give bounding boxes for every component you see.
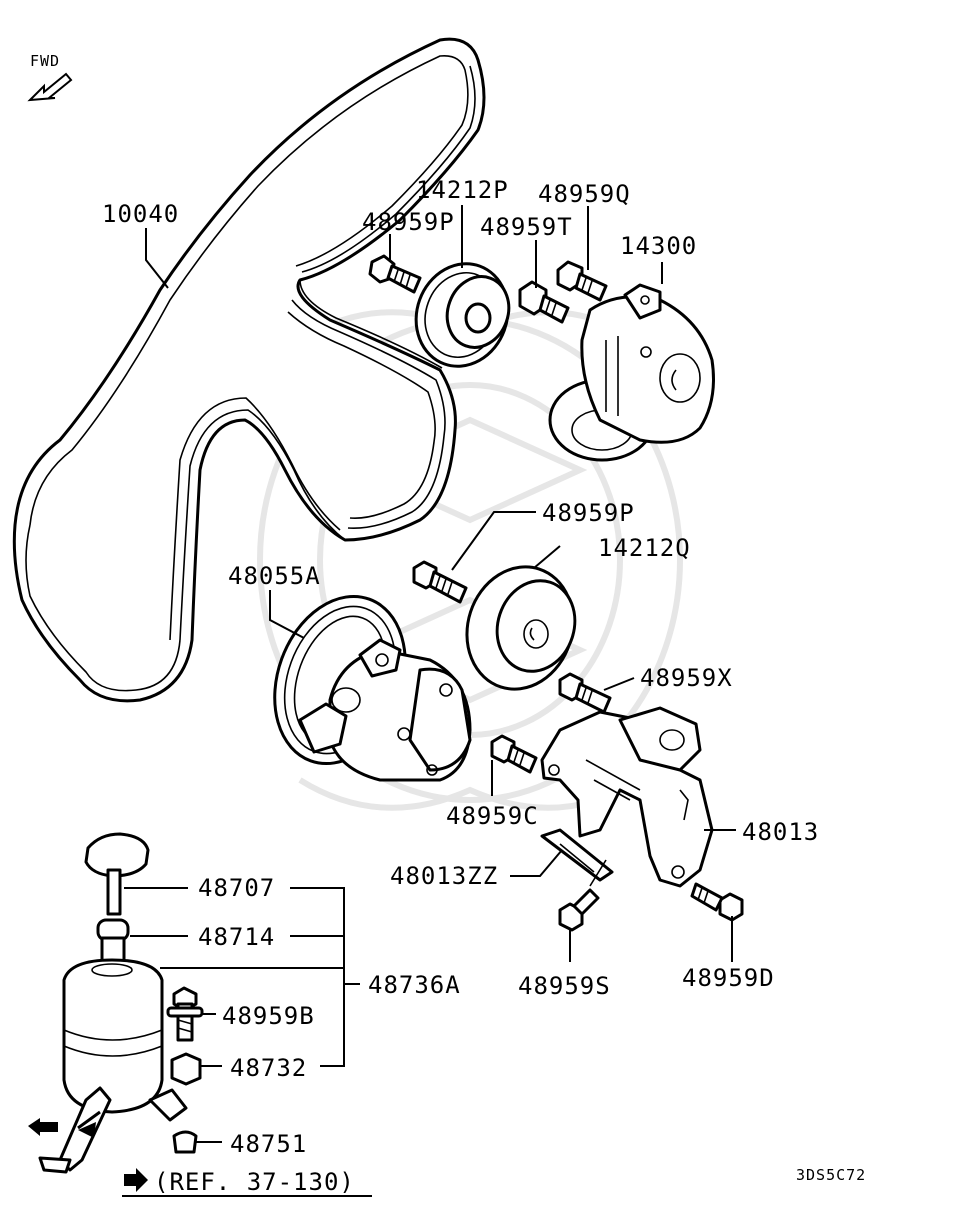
bolt-48959p-lower[interactable] <box>412 560 468 604</box>
oil-reservoir-cap[interactable] <box>84 832 150 916</box>
label-14212p[interactable]: 14212P <box>416 176 509 204</box>
plug-48751[interactable] <box>172 1130 198 1154</box>
label-14212q[interactable]: 14212Q <box>598 534 691 562</box>
bolt-48959q[interactable] <box>556 260 608 302</box>
bolt-48959d[interactable] <box>690 882 744 922</box>
belt-tensioner[interactable] <box>548 283 715 462</box>
leader-lines <box>122 205 736 1197</box>
label-48751[interactable]: 48751 <box>230 1130 307 1158</box>
bracket-plate[interactable] <box>540 828 614 882</box>
bolt-48959p-upper[interactable] <box>368 254 422 294</box>
mounting-bracket[interactable] <box>540 706 714 888</box>
bolt-48959t[interactable] <box>518 280 570 324</box>
label-48707[interactable]: 48707 <box>198 874 275 902</box>
label-10040[interactable]: 10040 <box>102 200 179 228</box>
power-steering-pump[interactable] <box>252 578 472 782</box>
reference-text[interactable]: (REF. 37-130) <box>154 1168 355 1196</box>
idler-pulley-upper[interactable] <box>402 251 522 380</box>
diagram-code: 3DS5C72 <box>796 1166 866 1184</box>
grommet-48732[interactable] <box>170 1052 202 1086</box>
label-48959c[interactable]: 48959C <box>446 802 539 830</box>
label-48959b[interactable]: 48959B <box>222 1002 315 1030</box>
label-48959d[interactable]: 48959D <box>682 964 775 992</box>
label-48959p-lower[interactable]: 48959P <box>542 499 635 527</box>
label-48732[interactable]: 48732 <box>230 1054 307 1082</box>
label-48736a[interactable]: 48736A <box>368 971 461 999</box>
bolt-48959b[interactable] <box>166 986 204 1042</box>
label-48055a[interactable]: 48055A <box>228 562 321 590</box>
label-48959t[interactable]: 48959T <box>480 213 573 241</box>
label-48959s[interactable]: 48959S <box>518 972 611 1000</box>
label-14300[interactable]: 14300 <box>620 232 697 260</box>
oil-reservoir[interactable] <box>38 958 188 1174</box>
bolt-48959c[interactable] <box>490 734 538 774</box>
label-48013[interactable]: 48013 <box>742 818 819 846</box>
reference-link[interactable]: (REF. 37-130) <box>124 1168 355 1196</box>
forward-arrow-icon: FWD <box>27 52 73 102</box>
right-arrow-icon <box>124 1168 148 1192</box>
fwd-label: FWD <box>30 52 60 70</box>
drive-belt[interactable] <box>12 37 486 703</box>
label-48959p-upper[interactable]: 48959P <box>362 208 455 236</box>
idler-pulley-lower[interactable] <box>451 553 588 703</box>
part-labels: 10040 14212P 48959P 48959T 48959Q 14300 … <box>102 176 819 1158</box>
outlet-arrows <box>28 1118 96 1138</box>
label-48714[interactable]: 48714 <box>198 923 275 951</box>
reservoir-strainer[interactable] <box>96 918 130 966</box>
label-48013zz[interactable]: 48013ZZ <box>390 862 498 890</box>
label-48959q[interactable]: 48959Q <box>538 180 631 208</box>
bolt-48959x[interactable] <box>558 672 612 714</box>
bolt-48959s[interactable] <box>558 859 607 932</box>
label-48959x[interactable]: 48959X <box>640 664 733 692</box>
